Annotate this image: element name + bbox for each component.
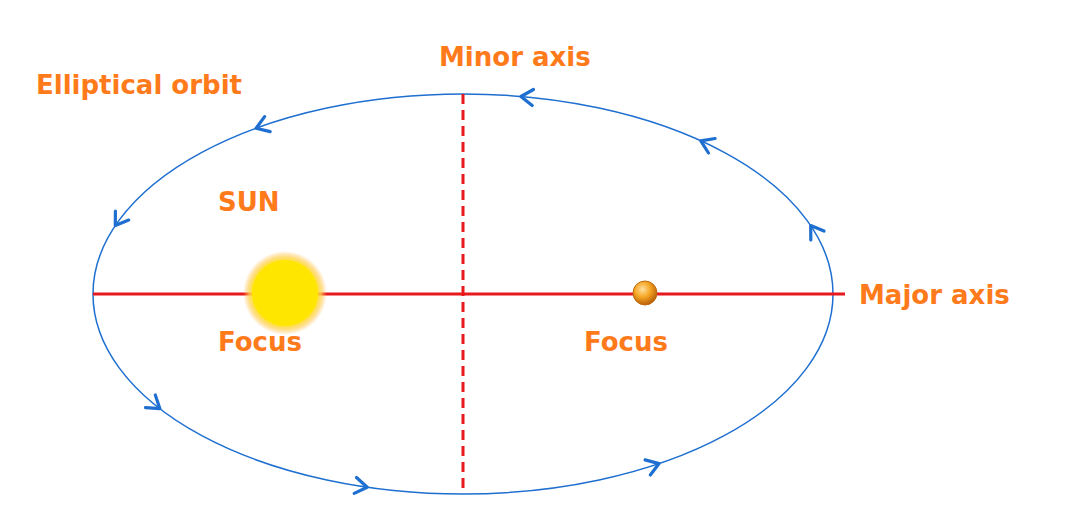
direction-arrow bbox=[645, 460, 659, 475]
focus-label: Focus bbox=[584, 328, 668, 358]
sun-label: SUN bbox=[218, 188, 280, 218]
major-axis-label: Major axis bbox=[859, 281, 1010, 311]
direction-arrow bbox=[521, 90, 534, 106]
orbit-label: Elliptical orbit bbox=[36, 71, 242, 101]
direction-arrow bbox=[256, 117, 270, 132]
major-axis-line bbox=[93, 293, 845, 296]
minor-axis-label: Minor axis bbox=[439, 43, 591, 73]
orbit-arrows bbox=[115, 90, 824, 494]
focus-label: Focus bbox=[218, 328, 302, 358]
direction-arrow bbox=[354, 478, 367, 494]
direction-arrow bbox=[811, 226, 824, 240]
minor-axis-line bbox=[462, 94, 465, 494]
direction-arrow bbox=[701, 139, 715, 154]
sun bbox=[252, 260, 318, 326]
planet bbox=[633, 281, 657, 305]
sun-glow bbox=[243, 251, 327, 335]
direction-arrow bbox=[115, 211, 128, 225]
direction-arrow bbox=[146, 395, 160, 409]
